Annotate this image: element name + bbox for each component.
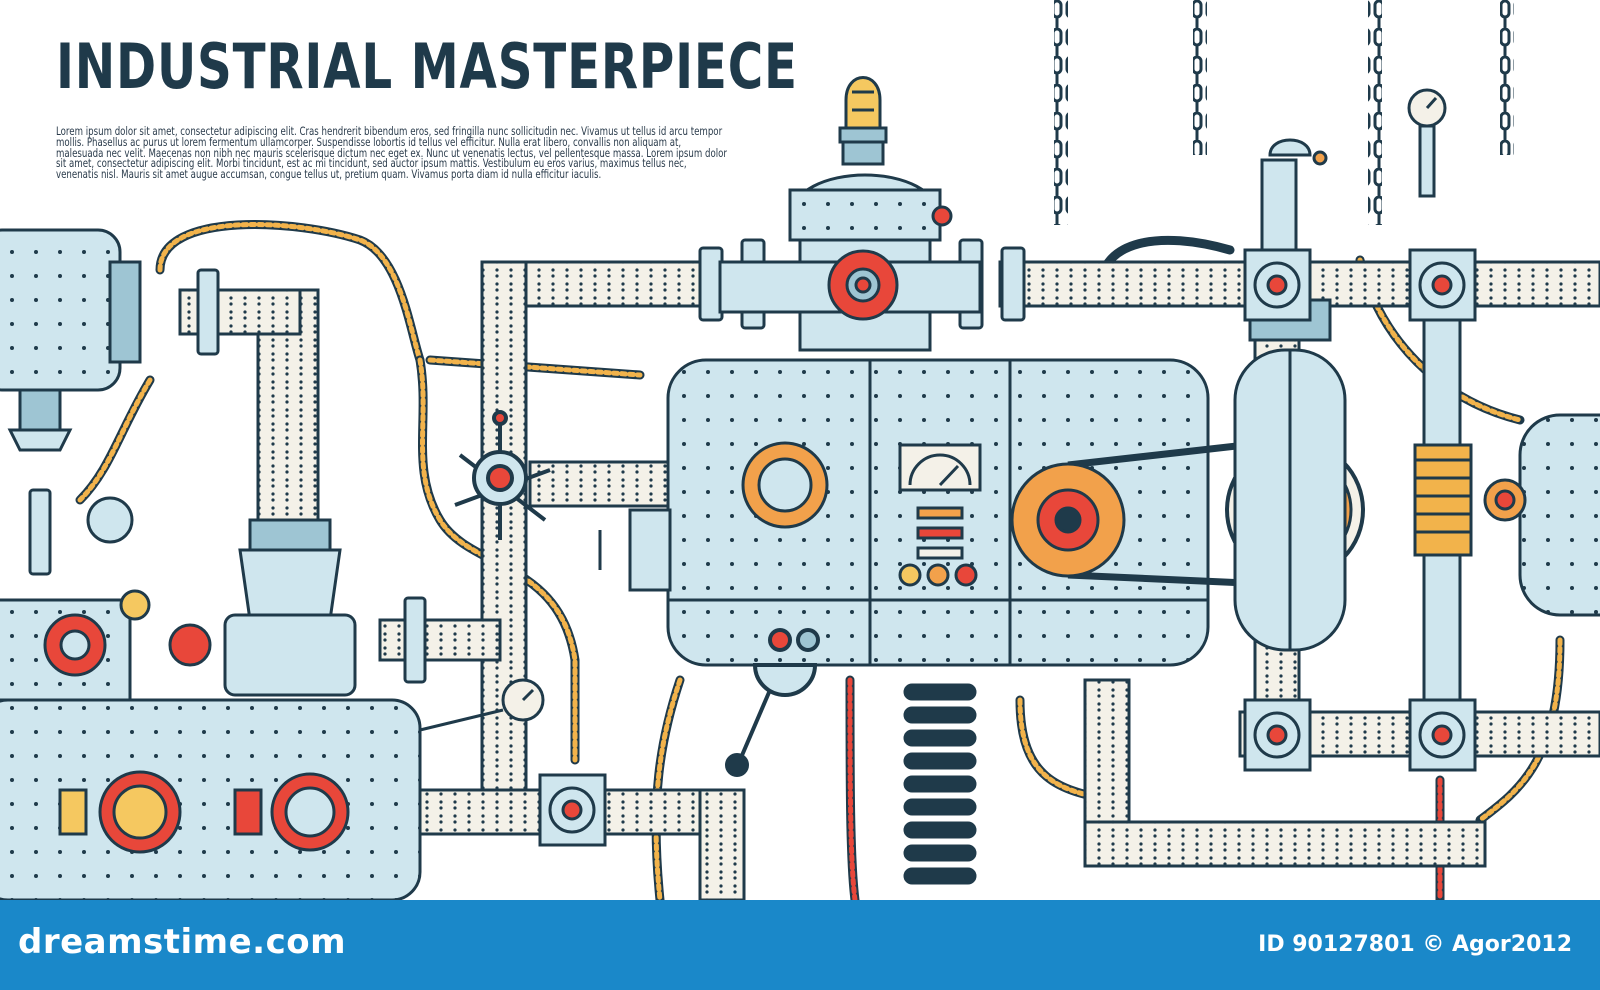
machine-illustration	[0, 0, 1600, 900]
hinge-cap	[1260, 138, 1328, 252]
spring-icon	[903, 443, 1473, 885]
footer-brand[interactable]: dreamstime.com	[18, 922, 347, 962]
footer-bar: dreamstime.com ID 90127801 © Agor2012	[0, 900, 1600, 990]
footer-image-id: ID 90127801 © Agor2012	[1258, 932, 1572, 957]
gauge-icon	[419, 88, 1447, 732]
chain-icon	[1054, 0, 1514, 225]
poster-body-text: Lorem ipsum dolor sit amet, consectetur …	[56, 124, 727, 182]
left-top-tank	[0, 228, 142, 452]
lamp-icon	[838, 76, 888, 144]
gear-icon	[43, 496, 212, 677]
left-lower-tank	[0, 598, 422, 900]
cross-joints	[538, 248, 1477, 847]
right-edge-tank	[1483, 413, 1600, 617]
central-machine-box	[598, 358, 1210, 667]
valve-wheel-icon	[454, 410, 551, 540]
left-valve-assembly	[223, 518, 357, 697]
lever-icon	[725, 628, 820, 777]
right-capsule-tank	[1233, 298, 1347, 652]
central-dome	[718, 138, 982, 352]
poster-title: INDUSTRIAL MASTERPIECE	[56, 30, 798, 103]
